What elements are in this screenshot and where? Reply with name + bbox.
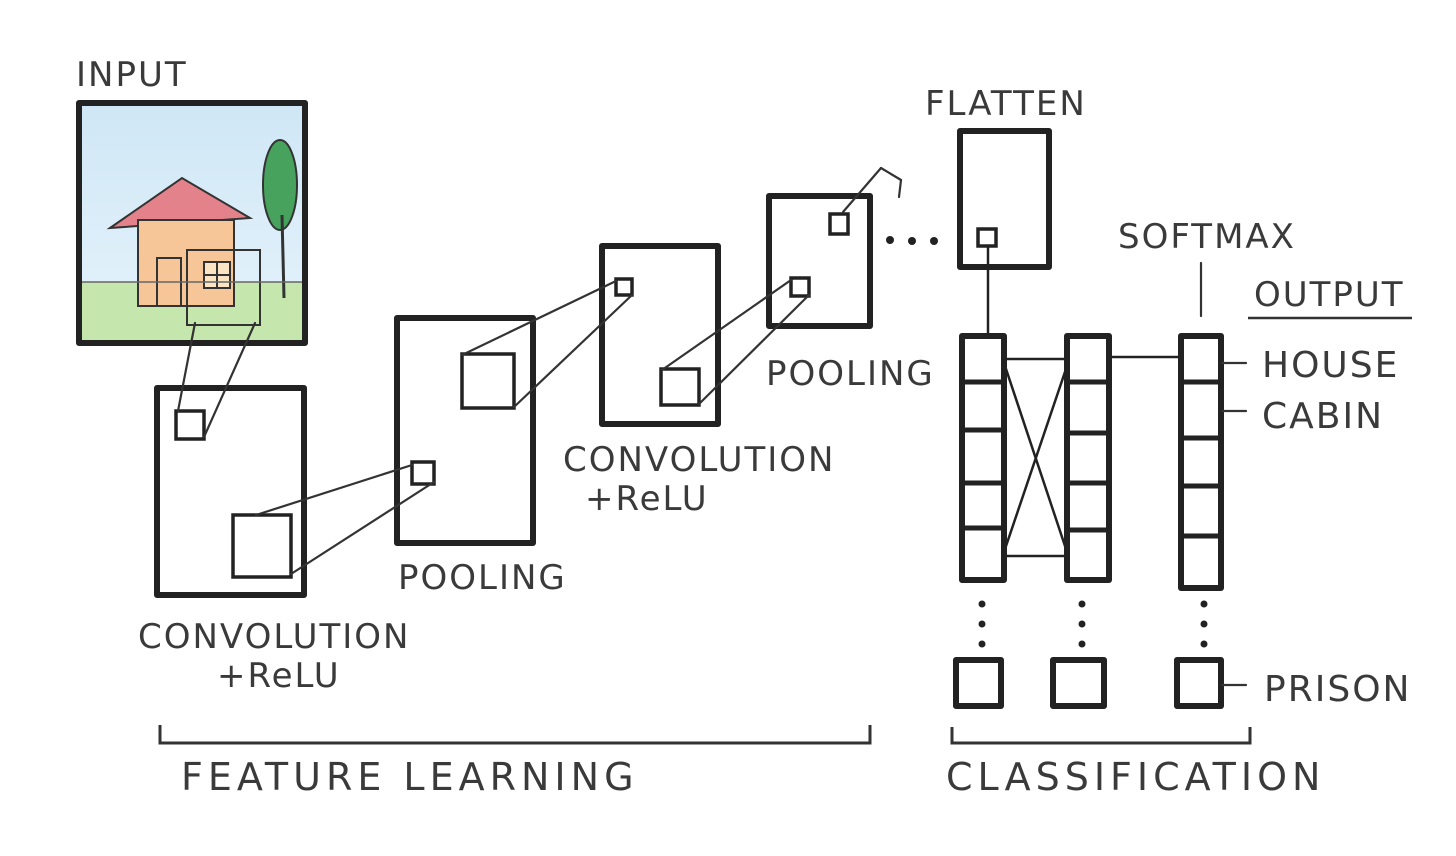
pool2-label: POOLING (766, 354, 935, 394)
tree-foliage (262, 139, 298, 231)
pool1-big-filter (460, 352, 516, 410)
ellipsis-dot (886, 236, 894, 244)
tree-trunk (280, 214, 286, 299)
conv1-relu-label: +ReLU (217, 656, 341, 696)
flatten-label: FLATTEN (925, 84, 1087, 124)
fc-connection (1002, 365, 1069, 553)
output-prison: PRISON (1264, 669, 1411, 710)
pool2-small-filter (789, 276, 811, 298)
fc2-ellipsis-dot (1078, 640, 1086, 648)
feature-learning-label: FEATURE LEARNING (181, 755, 639, 799)
flatten-unit (976, 227, 998, 248)
pool2-out-filter (828, 212, 850, 236)
input-receptive-field (186, 249, 261, 326)
conv1-small-filter (174, 409, 206, 441)
fc2-column (1064, 333, 1112, 583)
fc1-ellipsis-dot (978, 600, 986, 608)
conv2-small-filter (614, 277, 634, 297)
conv2-big-filter (659, 367, 701, 407)
pool1-label: POOLING (398, 558, 567, 598)
conv2-layer (599, 243, 721, 427)
softmax-column (1178, 333, 1224, 591)
output-label: OUTPUT (1254, 275, 1405, 315)
input-label: INPUT (76, 55, 188, 95)
ellipsis-dot (908, 237, 916, 245)
conv1-layer (154, 385, 307, 598)
fc1-ellipsis-dot (978, 640, 986, 648)
pool2-layer (766, 193, 873, 329)
conv2-label: CONVOLUTION (563, 440, 835, 480)
conv2-relu-label: +ReLU (585, 479, 709, 519)
classification-bracket (950, 727, 1252, 745)
fc2-ellipsis-dot (1078, 620, 1086, 628)
softmax-ellipsis-dot (1200, 600, 1208, 608)
ellipsis-dot (930, 237, 938, 245)
softmax-ellipsis-dot (1200, 640, 1208, 648)
pool1-small-filter (410, 460, 436, 486)
output-cabin: CABIN (1262, 396, 1384, 437)
softmax-label: SOFTMAX (1118, 217, 1296, 257)
feature-learning-bracket (158, 725, 872, 745)
conv1-big-filter (231, 513, 293, 579)
softmax-ellipsis-dot (1200, 620, 1208, 628)
conv1-label: CONVOLUTION (138, 617, 410, 657)
fc1-column (959, 333, 1007, 583)
classification-label: CLASSIFICATION (946, 755, 1325, 799)
fc1-ellipsis-dot (978, 620, 986, 628)
fully-connected-columns (953, 333, 1224, 709)
pool1-layer (394, 315, 536, 546)
fc2-ellipsis-dot (1078, 600, 1086, 608)
softmax-last-unit (1174, 657, 1224, 709)
fc1-last-unit (953, 657, 1004, 709)
fc2-last-unit (1050, 657, 1107, 709)
flatten-box (957, 128, 1052, 270)
input-image (76, 100, 308, 346)
output-house: HOUSE (1262, 345, 1399, 386)
